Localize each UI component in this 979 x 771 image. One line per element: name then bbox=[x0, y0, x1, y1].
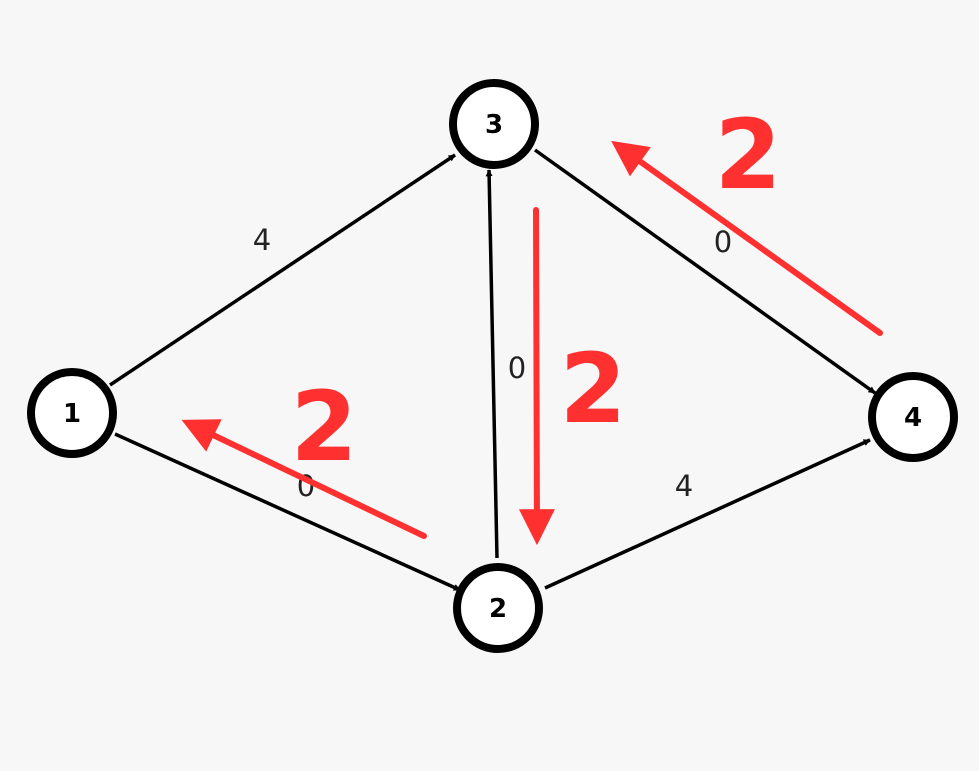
annotation-label-2-to-1: 2 bbox=[291, 371, 358, 483]
node-2: 2 bbox=[453, 563, 543, 653]
edge-2-3 bbox=[485, 169, 499, 559]
annotation-arrow-3-to-2 bbox=[518, 207, 555, 546]
node-3-label: 3 bbox=[485, 110, 503, 140]
node-3: 3 bbox=[449, 79, 539, 169]
edge-1-3 bbox=[109, 153, 456, 387]
node-4-circle bbox=[868, 372, 958, 462]
annotations: 2 2 2 bbox=[181, 99, 883, 546]
edges bbox=[109, 148, 877, 592]
node-4: 4 bbox=[868, 372, 958, 462]
edge-label-2-4: 4 bbox=[675, 469, 693, 503]
edge-label-2-3: 0 bbox=[508, 351, 526, 385]
edge-label-1-3: 4 bbox=[253, 223, 271, 257]
nodes: 1 2 3 4 bbox=[27, 79, 958, 653]
node-1-label: 1 bbox=[63, 399, 81, 429]
node-1-circle bbox=[27, 368, 117, 458]
edge-2-4 bbox=[544, 438, 871, 590]
edge-3-4 bbox=[533, 148, 877, 395]
node-3-circle bbox=[449, 79, 539, 169]
annotation-arrow-2-to-1 bbox=[181, 419, 427, 539]
node-4-label: 4 bbox=[904, 403, 922, 433]
edge-1-2 bbox=[114, 432, 461, 592]
annotation-label-4-to-3: 2 bbox=[715, 99, 782, 211]
annotation-arrow-4-to-3 bbox=[611, 140, 883, 336]
edge-label-3-4: 0 bbox=[714, 225, 732, 259]
annotation-label-3-to-2: 2 bbox=[560, 333, 627, 445]
node-2-circle bbox=[453, 563, 543, 653]
node-2-label: 2 bbox=[489, 594, 507, 624]
node-1: 1 bbox=[27, 368, 117, 458]
